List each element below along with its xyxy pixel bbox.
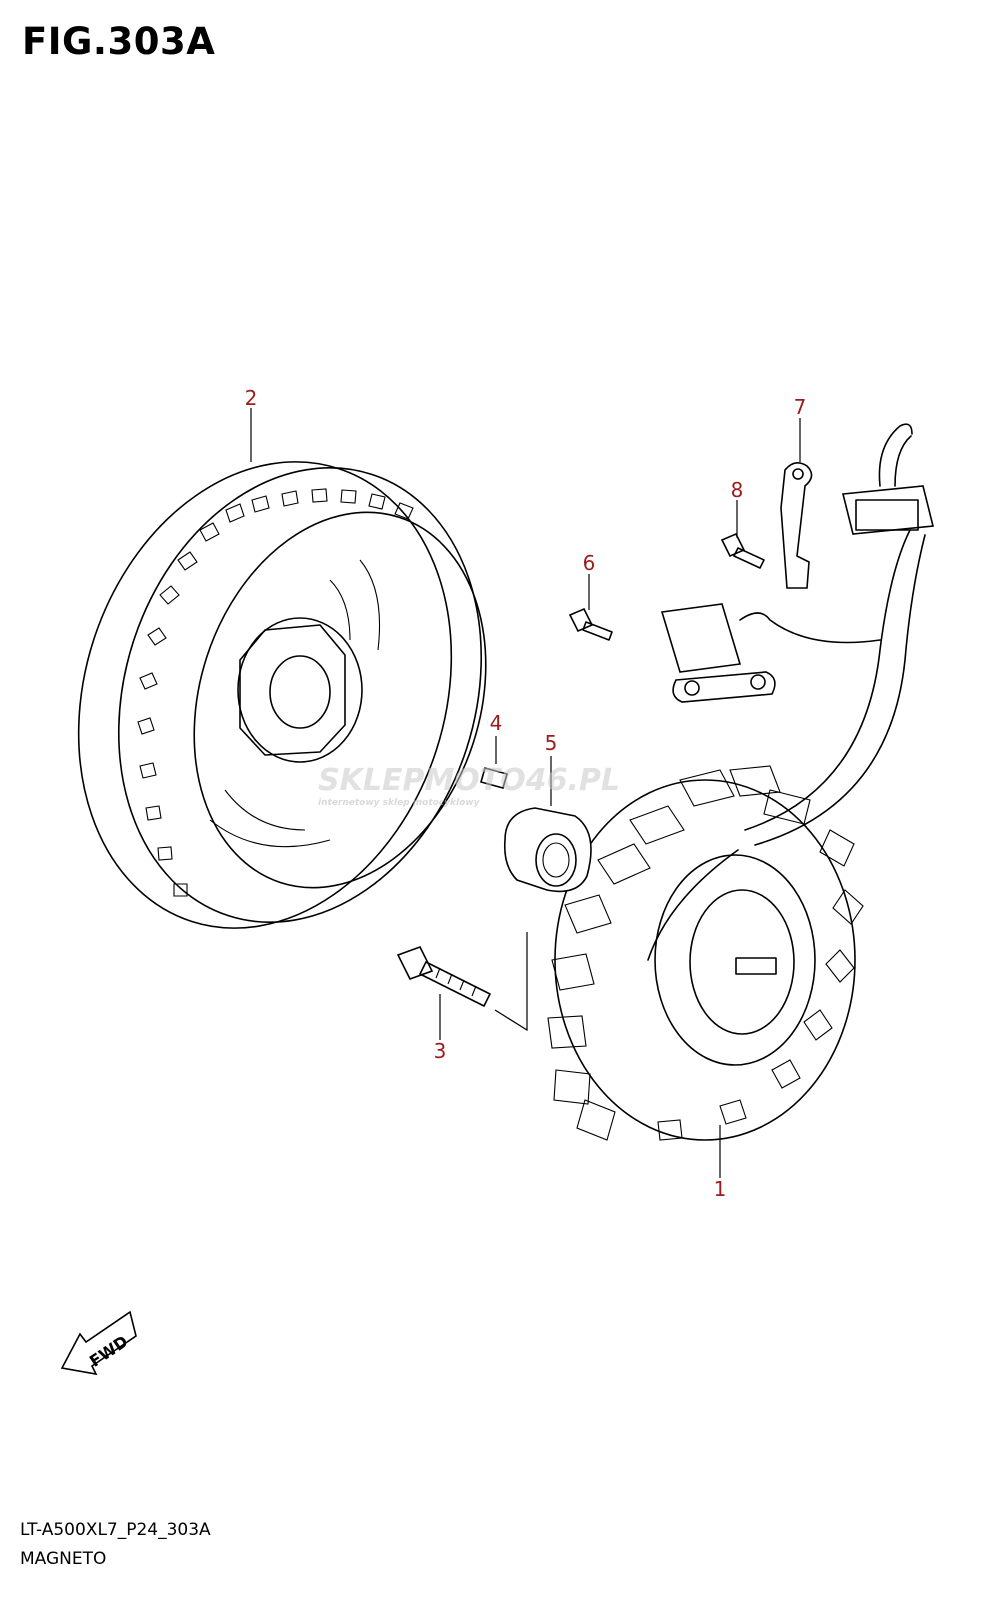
screw-8[interactable] <box>720 532 765 569</box>
leader-lines <box>250 408 801 1178</box>
figure-title: FIG.303A <box>22 20 216 63</box>
callout-7[interactable]: 7 <box>794 395 807 419</box>
callout-6[interactable]: 6 <box>583 551 596 575</box>
callout-8[interactable]: 8 <box>731 478 744 502</box>
wire-connector[interactable] <box>841 423 935 535</box>
watermark-tagline: internetowy sklep motocyklowy <box>318 798 481 808</box>
watermark-brand: SKLEPMOTO46.PL <box>318 763 620 798</box>
callouts: 2 1 3 4 5 6 7 8 <box>245 386 807 1201</box>
nut-5[interactable] <box>503 807 592 893</box>
bolt-3[interactable] <box>396 932 528 1032</box>
callout-2[interactable]: 2 <box>245 386 258 410</box>
pickup-sensor[interactable] <box>660 603 881 703</box>
fwd-arrow-icon: FWD <box>60 1310 137 1376</box>
stator-coil[interactable] <box>547 529 926 1141</box>
flywheel-rotor[interactable] <box>20 413 538 977</box>
figure-name: MAGNETO <box>20 1549 107 1569</box>
callout-1[interactable]: 1 <box>714 1177 727 1201</box>
figure-code: LT-A500XL7_P24_303A <box>20 1520 211 1540</box>
key-4[interactable] <box>480 767 508 789</box>
watermark: SKLEPMOTO46.PL internetowy sklep motocyk… <box>318 763 620 808</box>
callout-5[interactable]: 5 <box>545 731 558 755</box>
callout-3[interactable]: 3 <box>434 1039 447 1063</box>
callout-4[interactable]: 4 <box>490 711 503 735</box>
screw-6[interactable] <box>568 607 613 641</box>
wire-clamp[interactable] <box>780 462 813 589</box>
